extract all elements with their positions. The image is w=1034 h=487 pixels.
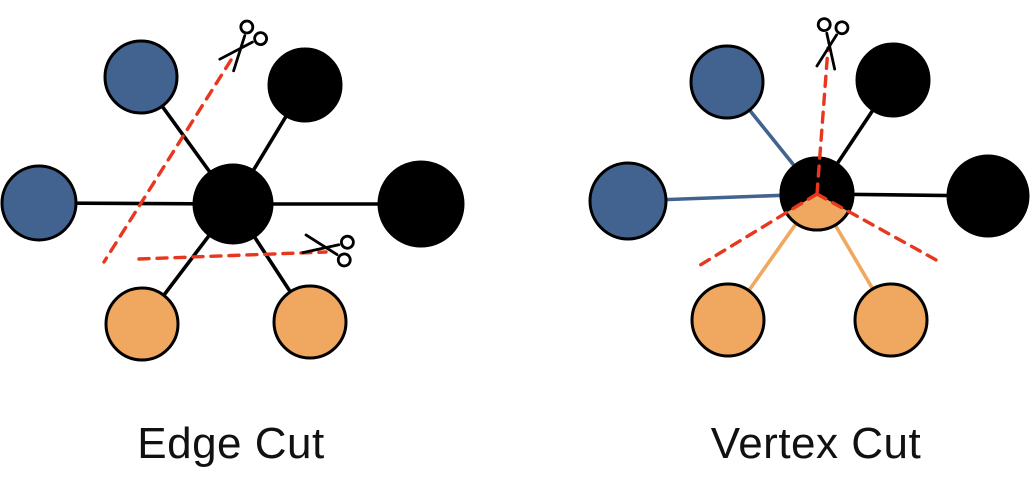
node-black-center — [192, 163, 274, 245]
vertex-cut-nodes — [588, 42, 1030, 358]
node-black-right — [377, 160, 465, 248]
node-black-topright — [267, 47, 343, 123]
node-blue-topleft — [689, 44, 765, 120]
edge-cut-label: Edge Cut — [137, 419, 324, 468]
node-blue-topleft — [103, 39, 179, 115]
node-orange-bottomleft — [690, 282, 766, 358]
panel-vertex-cut: Vertex Cut — [588, 16, 1030, 468]
node-blue-left — [0, 164, 78, 242]
node-black-right — [946, 154, 1030, 238]
scissors-icon — [809, 16, 851, 72]
node-orange-bottomleft — [104, 286, 180, 362]
node-black-topright — [855, 42, 931, 118]
split-center-outline — [779, 156, 855, 232]
node-orange-bottomright — [272, 284, 348, 360]
panel-edge-cut: Edge Cut — [0, 17, 465, 468]
vertex-cut-label: Vertex Cut — [711, 419, 921, 468]
scissors-icon — [213, 17, 271, 77]
edge-cut-nodes — [0, 39, 465, 362]
node-blue-left — [588, 161, 668, 241]
node-orange-bottomright — [853, 282, 929, 358]
cut-line-horizontal — [137, 250, 328, 261]
cut-line-downleft — [695, 192, 819, 269]
cut-line-up — [815, 46, 830, 196]
cut-line-diagonal — [102, 58, 233, 264]
scissors-icon — [300, 227, 356, 269]
cut-line-downright — [815, 192, 940, 263]
